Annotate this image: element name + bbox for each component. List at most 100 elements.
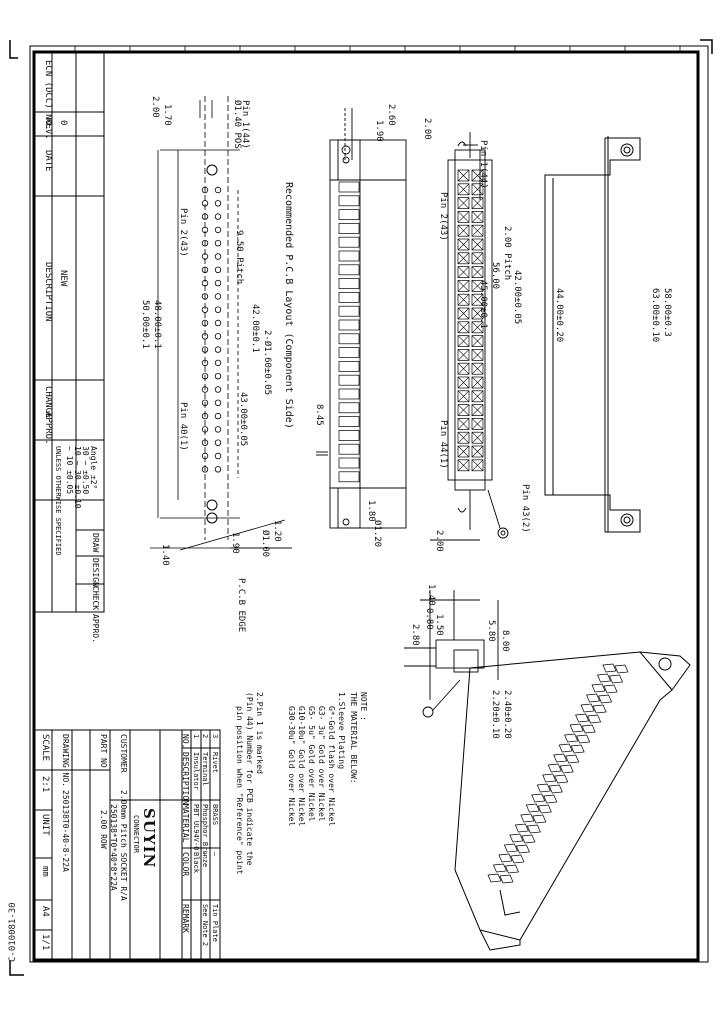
drawing-no-label: DRAWING NO.: [61, 734, 70, 787]
signoff-design: DESIGN: [91, 558, 100, 587]
pcb-hole: [214, 266, 222, 273]
iso-contact: [520, 813, 535, 823]
pcb-footprint-view: [150, 96, 292, 551]
side-slot: [338, 333, 360, 345]
side-slot: [338, 402, 360, 414]
iso-contact: [504, 864, 519, 874]
iso-contact: [565, 754, 580, 764]
dim-label: 8.45: [314, 404, 324, 426]
iso-contact: [575, 713, 590, 723]
tolerance-line-1: Angle ±2°: [89, 446, 98, 490]
dim-label: 44.00±0.20: [554, 288, 564, 343]
contact-cell: [457, 183, 470, 196]
isometric-view: [454, 651, 691, 951]
contact-cell: [471, 376, 484, 389]
dim-label: 56.00: [490, 262, 500, 290]
signoff-appro: APPRO.: [91, 614, 100, 643]
pcb-hole: [201, 333, 209, 340]
section-view: [404, 590, 499, 718]
scale-label: SCALE: [40, 734, 50, 762]
bom-header-no: NO.: [181, 734, 190, 749]
dim-label: 5.80: [486, 620, 496, 642]
tolerance-note: UNLESS OTHERWISE SPECIFIED: [54, 446, 62, 556]
zone-ruler: [74, 46, 681, 52]
contact-cell: [471, 349, 484, 361]
tolerance-line-3: 10 ~ 30 ±0.10: [73, 446, 82, 509]
pcb-hole: [214, 319, 222, 327]
pcb-hole: [214, 253, 222, 260]
pcb-hole: [201, 213, 209, 220]
contact-cell: [457, 238, 470, 251]
contact-cell: [471, 431, 484, 444]
pcb-hole-array: [201, 186, 222, 473]
contact-cell: [457, 307, 470, 320]
pcb-hole: [214, 439, 222, 446]
side-slot: [338, 292, 360, 303]
dim-label: 8.00: [500, 630, 510, 652]
iso-contact: [602, 663, 617, 673]
company-brand: SUYIN: [140, 808, 158, 869]
signoff-draw: DRAW: [91, 533, 100, 553]
side-slot: [338, 181, 360, 193]
contact-cell: [471, 459, 484, 472]
bom-row-color: Black: [192, 852, 200, 874]
contact-cell: [457, 362, 470, 375]
contact-cell: [471, 183, 484, 196]
bom-row-material: PBT UL94V-0: [192, 804, 200, 851]
drawing-no-value: 250138T0-40-8-22A: [61, 790, 70, 872]
pcb-hole: [201, 253, 209, 260]
side-slot: [338, 236, 360, 248]
dim-label: 2.60: [386, 104, 396, 126]
pin-label: Pin 2(43): [438, 192, 448, 241]
iso-contact: [503, 843, 518, 853]
side-slot: [338, 443, 360, 455]
note-line: pin position when "Reference" point: [235, 706, 244, 875]
contact-cell: [457, 418, 470, 430]
rev-header-date: DATE: [43, 150, 53, 172]
iso-contact: [597, 673, 612, 683]
iso-contact: [499, 874, 514, 884]
pcb-hole: [201, 373, 209, 380]
contact-cell: [457, 335, 470, 347]
iso-contact: [525, 803, 540, 813]
iso-contact: [521, 834, 536, 844]
bom-row-color: —: [201, 852, 209, 857]
pcb-hole: [214, 373, 222, 380]
sheet-code: C-010081-30: [8, 902, 18, 962]
dim-label: 1.20: [272, 520, 282, 542]
note-line: NOTE :: [359, 692, 368, 721]
dim-label: 9.50 Pitch: [234, 230, 244, 285]
pcb-hole: [214, 200, 222, 207]
iso-contact: [569, 723, 584, 733]
signoff-check: CHECK: [91, 586, 100, 611]
pin-label: Pin 43(2): [520, 484, 530, 533]
iso-contact: [580, 703, 595, 713]
pcb-hole: [214, 293, 222, 300]
bom-row-remark: See Note 2: [201, 904, 209, 947]
note-line: THE MATERIAL BELOW:: [349, 692, 358, 784]
dim-label: 2.20±0.10: [490, 690, 500, 739]
front-contact-grid: [457, 169, 484, 472]
contact-cell: [471, 418, 484, 430]
iso-contact: [542, 773, 557, 783]
pcb-hole: [214, 386, 222, 393]
side-slot: [338, 209, 360, 220]
contact-cell: [457, 293, 470, 306]
dim-label: 48.00±0.1: [152, 300, 162, 349]
pcb-layout-title: Recommended P.C.B Layout (Component Side…: [283, 182, 294, 429]
bom-header-description: DESCRIPTION: [181, 752, 190, 805]
tolerance-line-2: 30 ~ ±0.50: [81, 446, 90, 495]
contact-cell: [471, 211, 484, 223]
pcb-hole: [201, 266, 209, 273]
iso-contact: [548, 784, 563, 794]
note-line: G*-Gold flash over Nickel: [327, 706, 336, 827]
pcb-hole: [201, 412, 209, 420]
bom-header-color: COLOR: [181, 852, 190, 877]
iso-contact: [587, 714, 602, 724]
iso-contact: [536, 783, 551, 793]
iso-contact: [492, 863, 507, 873]
side-slot: [338, 264, 360, 276]
dim-label: 2.00 Pitch: [502, 226, 512, 281]
pcb-hole: [214, 306, 222, 313]
